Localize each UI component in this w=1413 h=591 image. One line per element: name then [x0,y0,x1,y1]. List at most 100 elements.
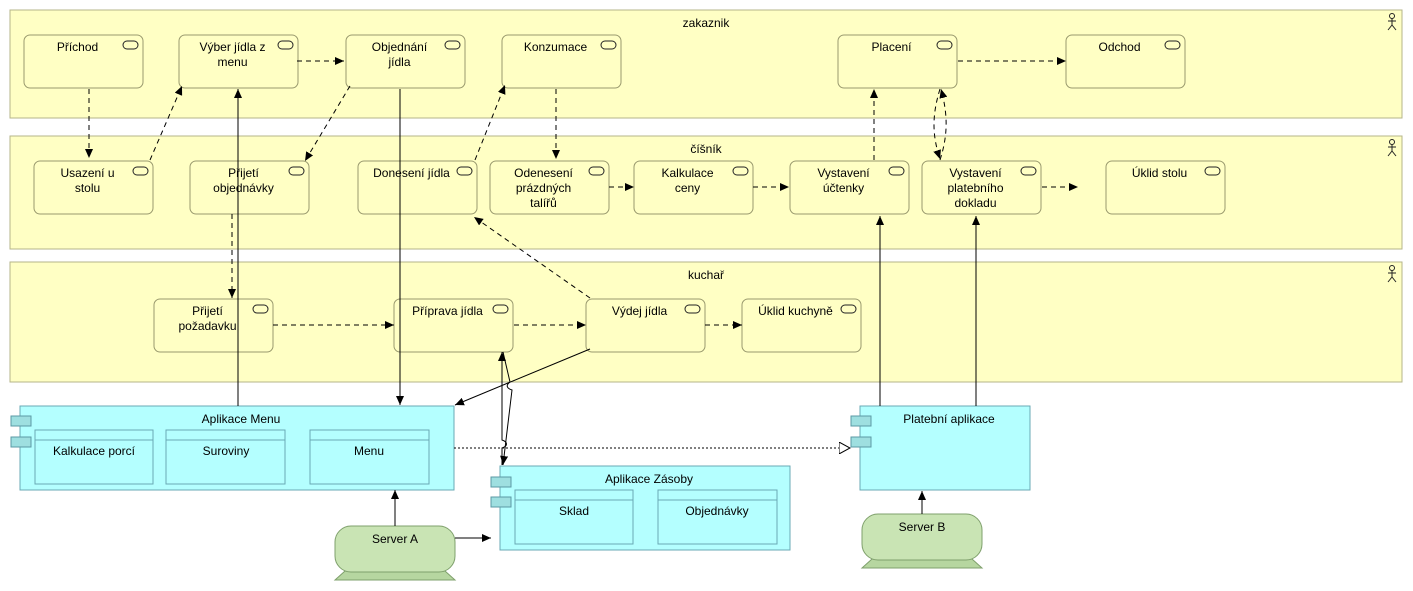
component-label: Suroviny [203,444,250,458]
flow-arrow [304,85,351,162]
flow-arrow [939,88,948,161]
flow-arrow [149,85,183,161]
process-label: Příprava jídla [412,304,483,318]
actor-icon [1387,13,1397,31]
process-label: Odenesení [514,166,573,180]
process-label: Přijetí [228,166,259,180]
process-uklid-stolu: Úklid stolu [1105,160,1226,215]
flow-arrow [474,84,506,161]
process-label: Příchod [57,40,98,54]
process-icon [444,40,461,50]
process-label: Úklid stolu [1132,165,1187,180]
process-icon [122,40,139,50]
process-label: prázdných [516,181,571,195]
process-doneseni: Donesení jídla [357,160,478,215]
lane-title: kuchař [688,268,725,282]
process-label: ceny [675,181,700,195]
process-label: Konzumace [524,40,588,54]
process-label: Placení [871,40,912,54]
process-label: Usazení u [60,166,114,180]
component-label: Sklad [559,504,589,518]
application-aplikace-zasoby: Aplikace Zásoby Sklad Objednávky [490,465,791,551]
actor-icon [1387,265,1397,283]
process-label: Odchod [1098,40,1140,54]
process-label: účtenky [823,181,864,195]
lane-title: zakaznik [683,16,731,30]
process-uklid-kuchyne: Úklid kuchyně [741,298,862,353]
process-icon [732,166,749,176]
serving-arrow [500,351,513,466]
process-icon [1204,166,1221,176]
process-icon [277,40,294,50]
process-label: objednávky [213,181,274,195]
lane-title: číšník [690,142,722,156]
process-icon [1020,166,1037,176]
process-icon [684,304,701,314]
application-title: Platební aplikace [903,412,995,426]
process-priprava: Příprava jídla [393,298,514,353]
relationships [85,57,1078,542]
process-label: menu [217,55,247,69]
component-suroviny: Suroviny [165,429,286,485]
application-title: Aplikace Zásoby [605,472,693,486]
flow-arrow [933,88,941,160]
process-icon [936,40,953,50]
process-vydej: Výdej jídla [585,298,706,353]
process-label: Přijetí [192,304,223,318]
component-label: Menu [354,444,384,458]
process-label: Donesení jídla [373,166,450,180]
process-icon [252,304,269,314]
process-label: Úklid kuchyně [758,303,833,318]
process-icon [888,166,905,176]
application-aplikace-menu: Aplikace Menu Kalkulace porcí Suroviny M… [10,405,455,491]
process-icon [132,166,149,176]
process-label: Výdej jídla [612,304,668,318]
process-label: Objednání [372,40,428,54]
process-icon [588,166,605,176]
process-label: platebního [947,181,1003,195]
process-prichod: Příchod [23,34,144,89]
process-icon [492,304,509,314]
process-placeni: Placení [837,34,958,89]
process-label: dokladu [954,196,996,210]
process-icon [288,166,305,176]
node-title: Server A [372,532,418,546]
process-icon [456,166,473,176]
component-objednavky: Objednávky [657,489,778,545]
component-label: Kalkulace porcí [53,444,136,458]
process-label: Kalkulace [661,166,713,180]
actor-icon [1387,139,1397,157]
flow-arrow [473,216,591,299]
process-label: talířů [530,196,557,210]
process-odchod: Odchod [1065,34,1186,89]
process-label: Vystavení [817,166,870,180]
process-label: Výber jídla z [199,40,265,54]
process-konzumace: Konzumace [501,34,622,89]
process-icon [1164,40,1181,50]
process-label: jídla [387,55,410,69]
serving-arrow [454,348,591,406]
application-title: Aplikace Menu [202,412,281,426]
process-icon [840,304,857,314]
component-menu: Menu [309,429,430,485]
node-server-b: Server B [860,513,984,569]
application-platebni-aplikace: Platební aplikace [850,405,1031,491]
node-title: Server B [899,520,946,534]
process-label: požadavku [178,319,236,333]
component-label: Objednávky [685,504,748,518]
node-server-a: Server A [333,525,457,581]
process-label: Vystavení [949,166,1002,180]
component-kalkulace-porci: Kalkulace porcí [34,429,154,485]
process-icon [600,40,617,50]
component-sklad: Sklad [514,489,634,545]
